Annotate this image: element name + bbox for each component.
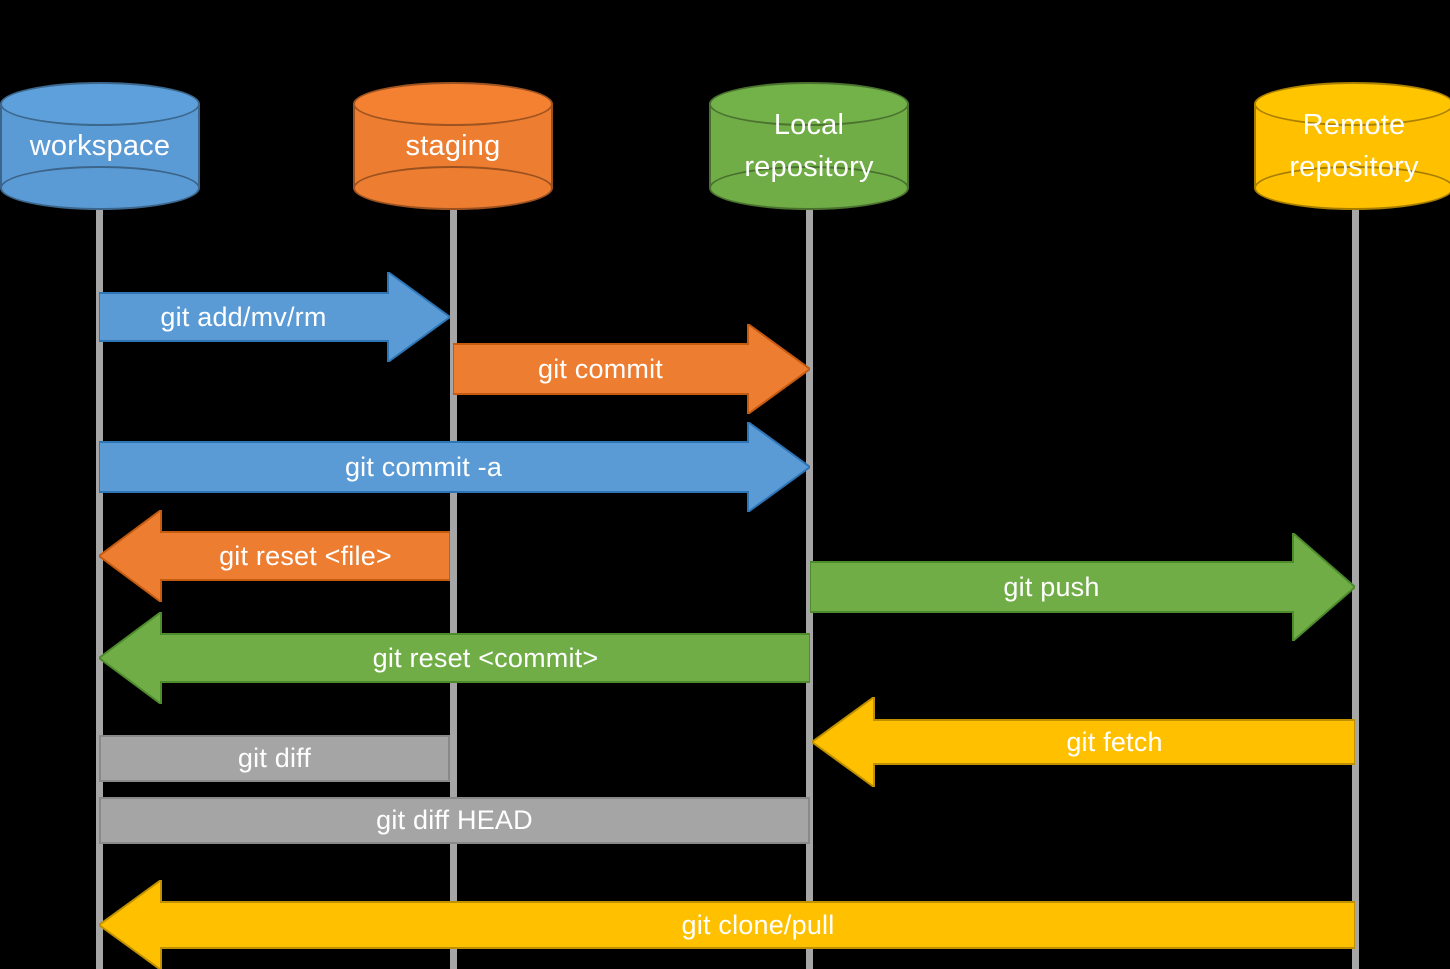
node-staging[interactable]: staging (353, 82, 553, 210)
bar-label-diff: git diff (237, 743, 312, 773)
lifeline-workspace (96, 195, 103, 969)
cylinder-top (1254, 82, 1450, 126)
cylinder-bottom (709, 166, 909, 210)
arrow-shape-add (99, 272, 450, 362)
arrow-fetch[interactable]: git fetch (812, 697, 1355, 787)
bar-diff[interactable]: git diff (99, 735, 450, 782)
lifeline-remote (1352, 195, 1359, 969)
arrow-reset-commit[interactable]: git reset <commit> (99, 612, 810, 704)
cylinder-bottom (0, 166, 200, 210)
arrow-add[interactable]: git add/mv/rm (99, 272, 450, 362)
node-label-staging: staging (405, 129, 501, 162)
cylinder-bottom (1254, 166, 1450, 210)
arrow-shape-clone-pull (99, 880, 1355, 969)
arrow-commit[interactable]: git commit (453, 324, 810, 414)
cylinder-bottom (353, 166, 553, 210)
node-workspace[interactable]: workspace (0, 82, 200, 210)
node-remote[interactable]: Remote repository (1254, 82, 1450, 210)
node-local[interactable]: Local repository (709, 82, 909, 210)
arrow-push[interactable]: git push (810, 533, 1355, 641)
arrow-shape-reset-file (99, 510, 450, 602)
arrow-shape-fetch (812, 697, 1355, 787)
cylinder-top (0, 82, 200, 126)
node-label-workspace: workspace (29, 129, 171, 162)
arrow-shape-commit-a (99, 422, 810, 512)
node-label-local: Local repository (744, 108, 874, 183)
arrow-clone-pull[interactable]: git clone/pull (99, 880, 1355, 969)
node-label-remote: Remote repository (1289, 108, 1419, 183)
bar-label-diff-head: git diff HEAD (376, 805, 533, 835)
arrow-shape-reset-commit (99, 612, 810, 704)
cylinder-top (709, 82, 909, 126)
bar-diff-head[interactable]: git diff HEAD (99, 797, 810, 844)
arrow-shape-commit (453, 324, 810, 414)
lifeline-staging (450, 195, 457, 969)
arrow-commit-a[interactable]: git commit -a (99, 422, 810, 512)
arrow-shape-push (810, 533, 1355, 641)
arrow-reset-file[interactable]: git reset <file> (99, 510, 450, 602)
cylinder-top (353, 82, 553, 126)
